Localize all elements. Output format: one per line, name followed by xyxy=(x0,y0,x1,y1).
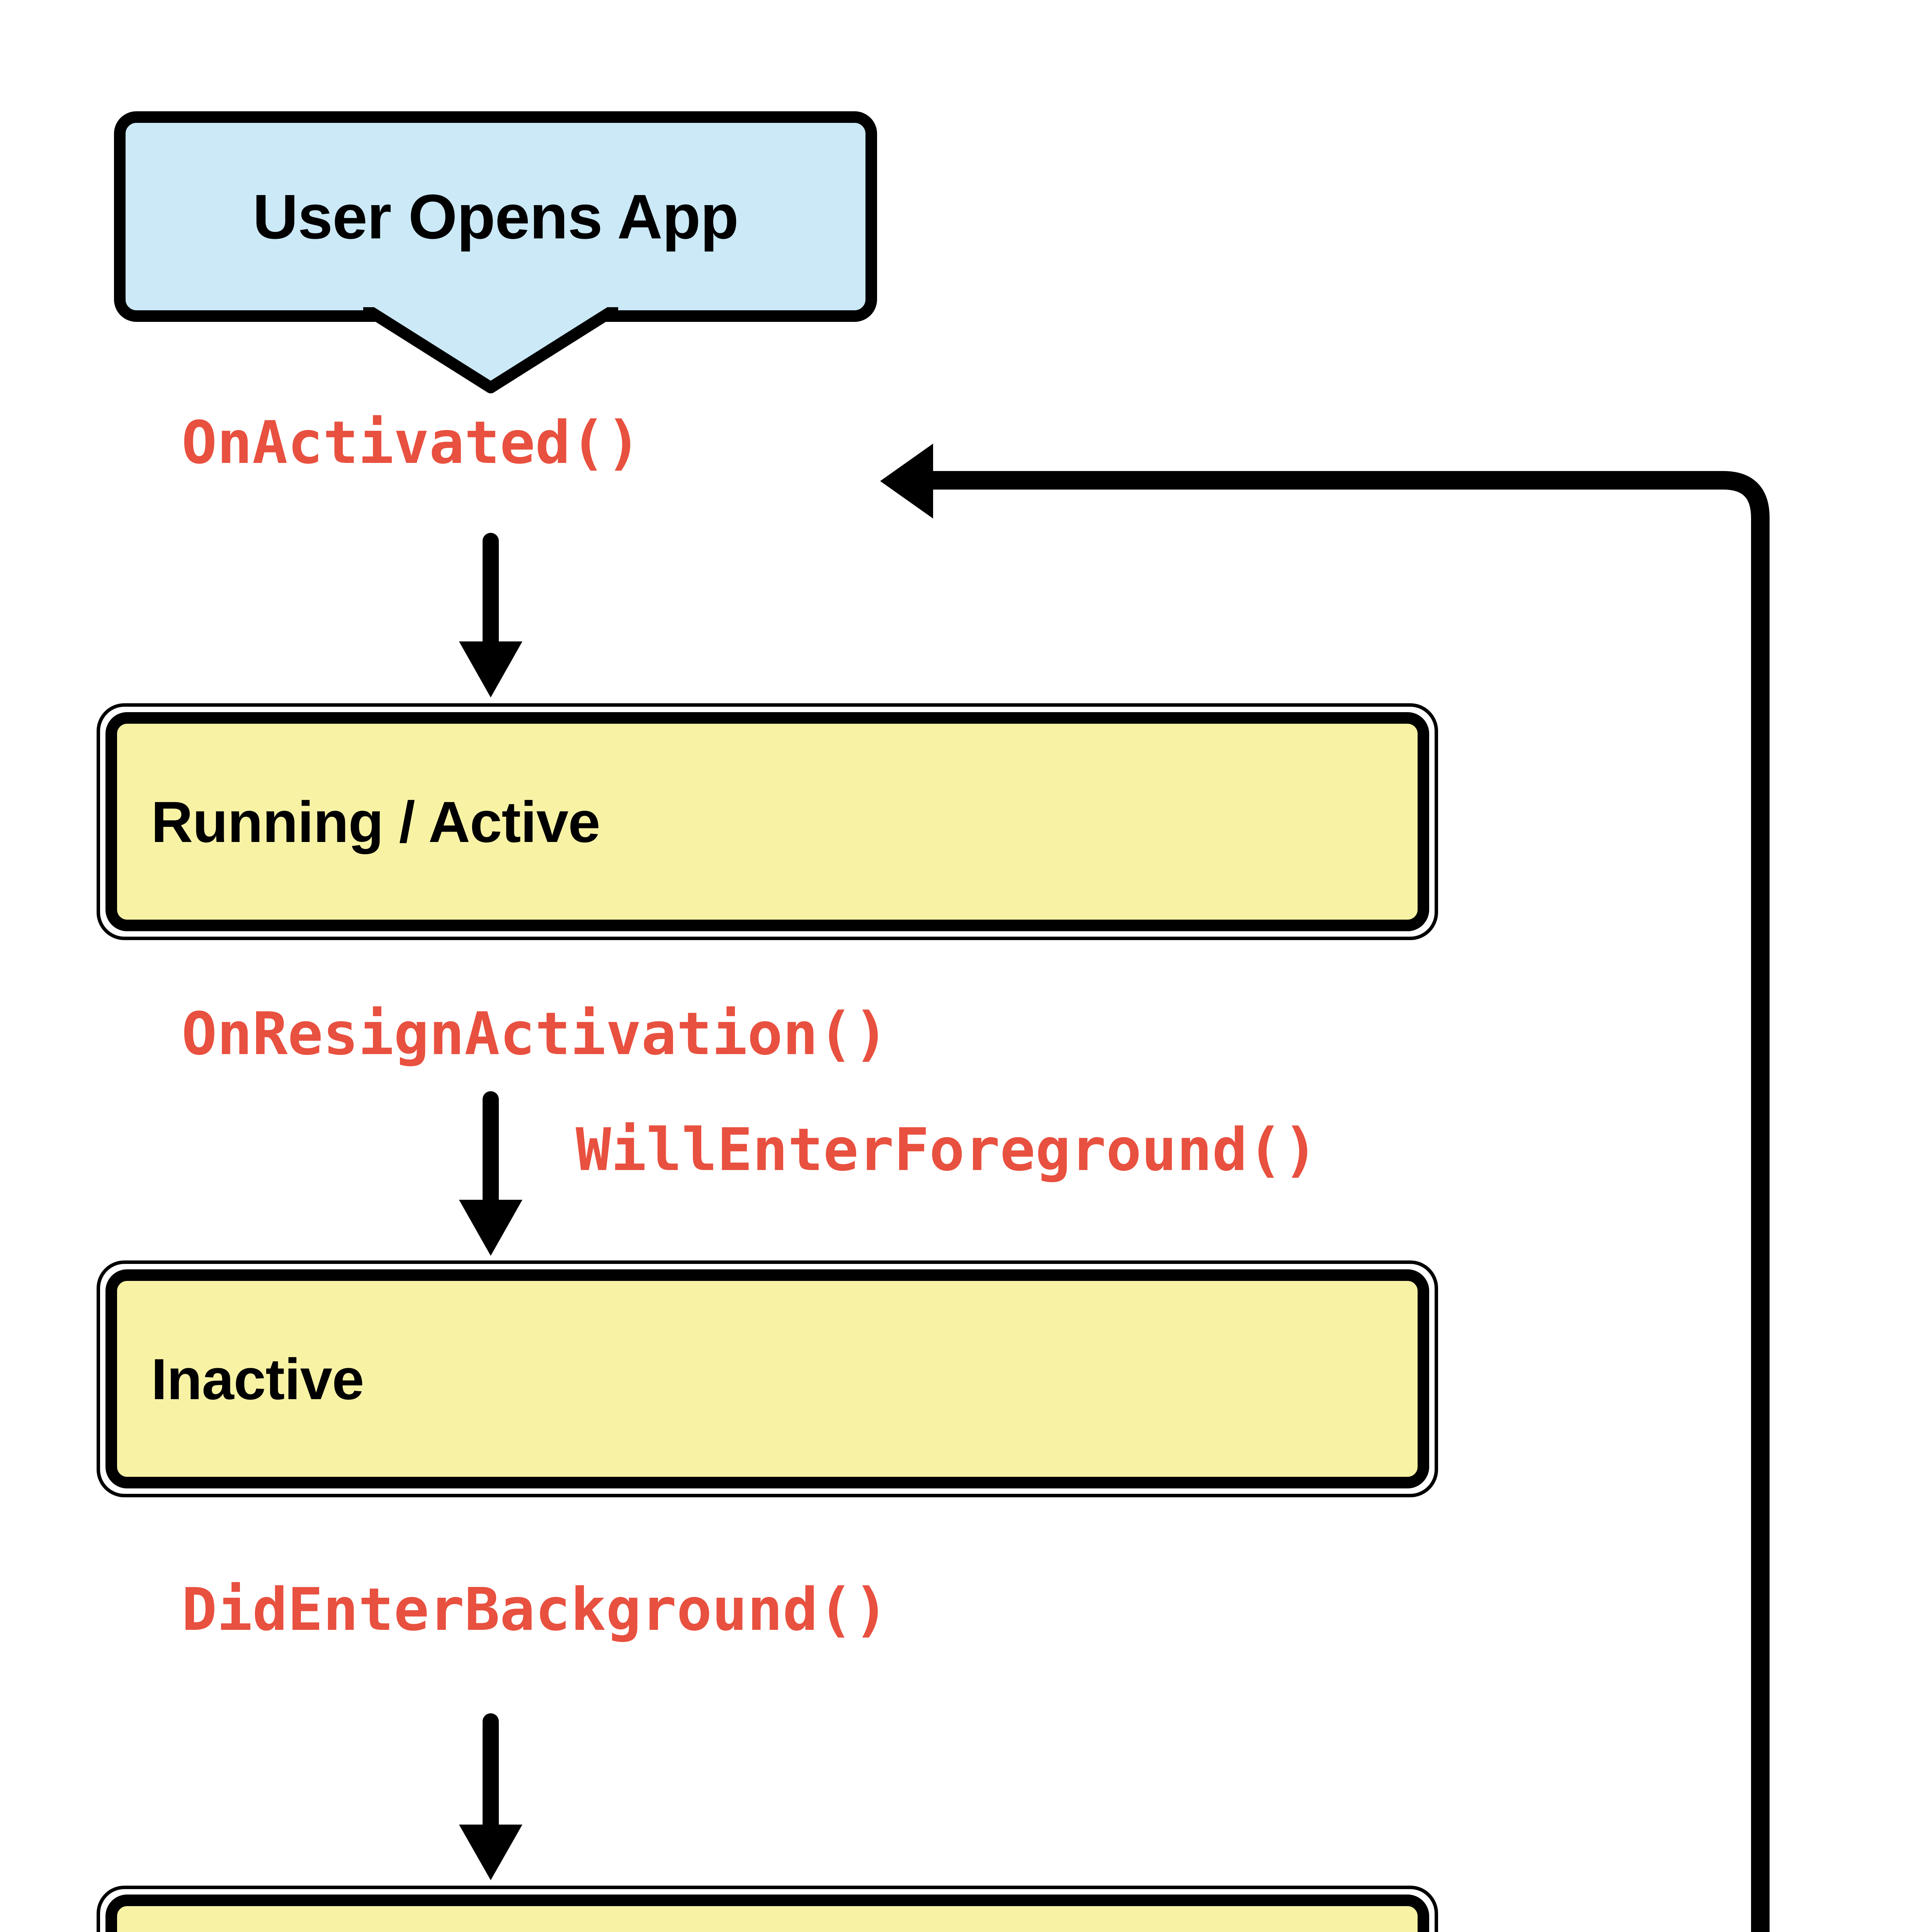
state-node-backgrounded-suspended-inner: Backgrounded / Suspended xyxy=(105,1895,1429,1932)
state-label-inactive: Inactive xyxy=(151,1346,364,1412)
event-label-on-resign-activation: OnResignActivation() xyxy=(182,1000,889,1068)
state-node-backgrounded-suspended[interactable]: Backgrounded / Suspended xyxy=(97,1886,1438,1932)
callout-tail xyxy=(363,307,618,393)
state-label-running-active: Running / Active xyxy=(151,789,600,854)
event-label-will-enter-foreground: WillEnterForeground() xyxy=(576,1116,1318,1184)
arrow-start-to-running xyxy=(459,533,522,697)
feedback-loop-background-to-activated xyxy=(880,444,1770,1932)
state-node-running-active-inner: Running / Active xyxy=(105,712,1429,931)
state-node-inactive-inner: Inactive xyxy=(105,1269,1429,1488)
event-label-on-activated: OnActivated() xyxy=(182,408,641,477)
start-node-label: User Opens App xyxy=(252,181,739,252)
arrow-running-to-inactive xyxy=(459,1091,522,1256)
start-node-user-opens-app[interactable]: User Opens App xyxy=(114,111,877,322)
state-node-inactive[interactable]: Inactive xyxy=(97,1260,1438,1497)
event-label-did-enter-background: DidEnterBackground() xyxy=(182,1575,889,1644)
state-node-running-active[interactable]: Running / Active xyxy=(97,703,1438,940)
arrow-inactive-to-background xyxy=(459,1713,522,1880)
